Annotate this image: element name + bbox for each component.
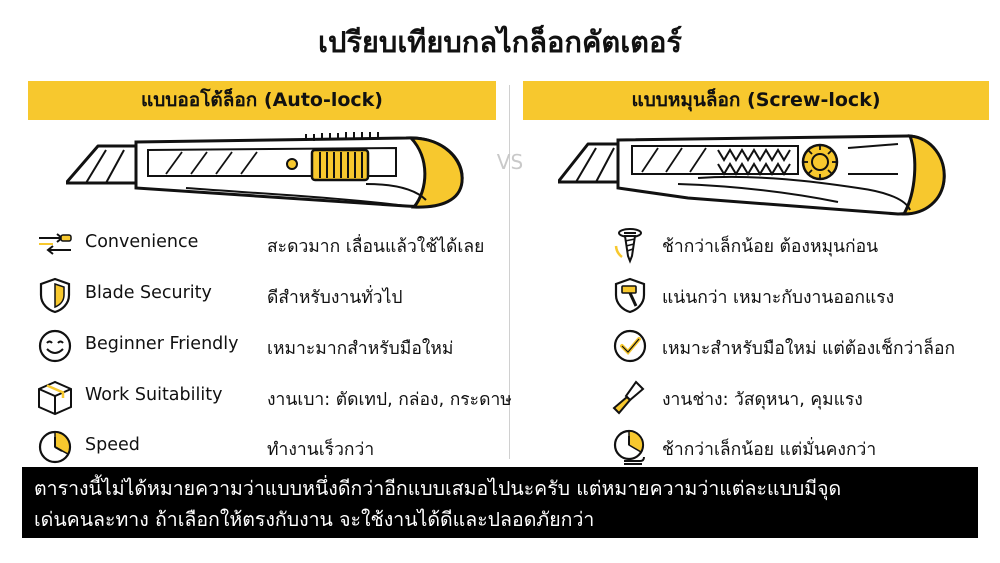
row-label: Work Suitability — [85, 385, 223, 405]
shield-icon — [35, 275, 75, 315]
row-value: ดีสำหรับงานทั่วไป — [267, 288, 403, 308]
timer-hand-icon — [610, 427, 650, 467]
note-line-1: ตารางนี้ไม่ได้หมายความว่าแบบหนึ่งดีกว่าอ… — [34, 477, 842, 500]
note-line-2: เด่นคนละทาง ถ้าเลือกให้ตรงกับงาน จะใช้งา… — [34, 508, 595, 531]
screw-icon — [610, 224, 650, 264]
row-text: แน่นกว่า เหมาะกับงานออกแรง — [662, 288, 895, 308]
chisel-icon — [610, 377, 650, 417]
right-row-speed: ช้ากว่าเล็กน้อย แต่มั่นคงกว่า — [610, 427, 990, 467]
vs-label: VS — [496, 150, 524, 174]
row-text: ช้ากว่าเล็กน้อย ต้องหมุนก่อน — [662, 237, 879, 257]
row-text: งานช่าง: วัสดุหนา, คุมแรง — [662, 390, 863, 410]
row-value: งานเบา: ตัดเทป, กล่อง, กระดาษ — [267, 390, 512, 410]
left-row-speed: Speed ทำงานเร็วกว่า — [35, 427, 505, 467]
row-label: Beginner Friendly — [85, 334, 239, 354]
right-row-security: แน่นกว่า เหมาะกับงานออกแรง — [610, 275, 990, 315]
row-value: สะดวมาก เลื่อนแล้วใช้ได้เลย — [267, 237, 485, 257]
left-row-convenience: Convenience สะดวมาก เลื่อนแล้วใช้ได้เลย — [35, 224, 505, 264]
row-value: ทำงานเร็วกว่า — [267, 440, 375, 460]
row-text: ช้ากว่าเล็กน้อย แต่มั่นคงกว่า — [662, 440, 877, 460]
left-row-work-suitability: Work Suitability งานเบา: ตัดเทป, กล่อง, … — [35, 377, 512, 417]
right-row-convenience: ช้ากว่าเล็กน้อย ต้องหมุนก่อน — [610, 224, 990, 264]
left-row-blade-security: Blade Security ดีสำหรับงานทั่วไป — [35, 275, 505, 315]
note-banner: ตารางนี้ไม่ได้หมายความว่าแบบหนึ่งดีกว่าอ… — [22, 467, 978, 538]
auto-lock-header: แบบออโต้ล็อก (Auto-lock) — [28, 81, 496, 120]
shield-hammer-icon — [610, 275, 650, 315]
left-row-beginner-friendly: Beginner Friendly เหมาะมากสำหรับมือใหม่ — [35, 326, 505, 366]
right-row-beginner: เหมาะสำหรับมือใหม่ แต่ต้องเช็กว่าล็อก — [610, 326, 990, 366]
screw-lock-cutter-illustration — [556, 128, 948, 222]
row-label: Convenience — [85, 232, 199, 252]
row-value: เหมาะมากสำหรับมือใหม่ — [267, 339, 454, 359]
screw-lock-header: แบบหมุนล็อก (Screw-lock) — [523, 81, 989, 120]
row-label: Blade Security — [85, 283, 212, 303]
convenience-icon — [35, 224, 75, 264]
center-divider — [509, 85, 510, 459]
smiley-icon — [35, 326, 75, 366]
box-icon — [35, 377, 75, 417]
row-label: Speed — [85, 435, 140, 455]
auto-lock-cutter-illustration — [64, 128, 466, 214]
page-title: เปรียบเทียบกลไกล็อกคัตเตอร์ — [318, 25, 682, 59]
check-circle-icon — [610, 326, 650, 366]
right-row-work: งานช่าง: วัสดุหนา, คุมแรง — [610, 377, 990, 417]
row-text: เหมาะสำหรับมือใหม่ แต่ต้องเช็กว่าล็อก — [662, 339, 956, 359]
timer-icon — [35, 427, 75, 467]
